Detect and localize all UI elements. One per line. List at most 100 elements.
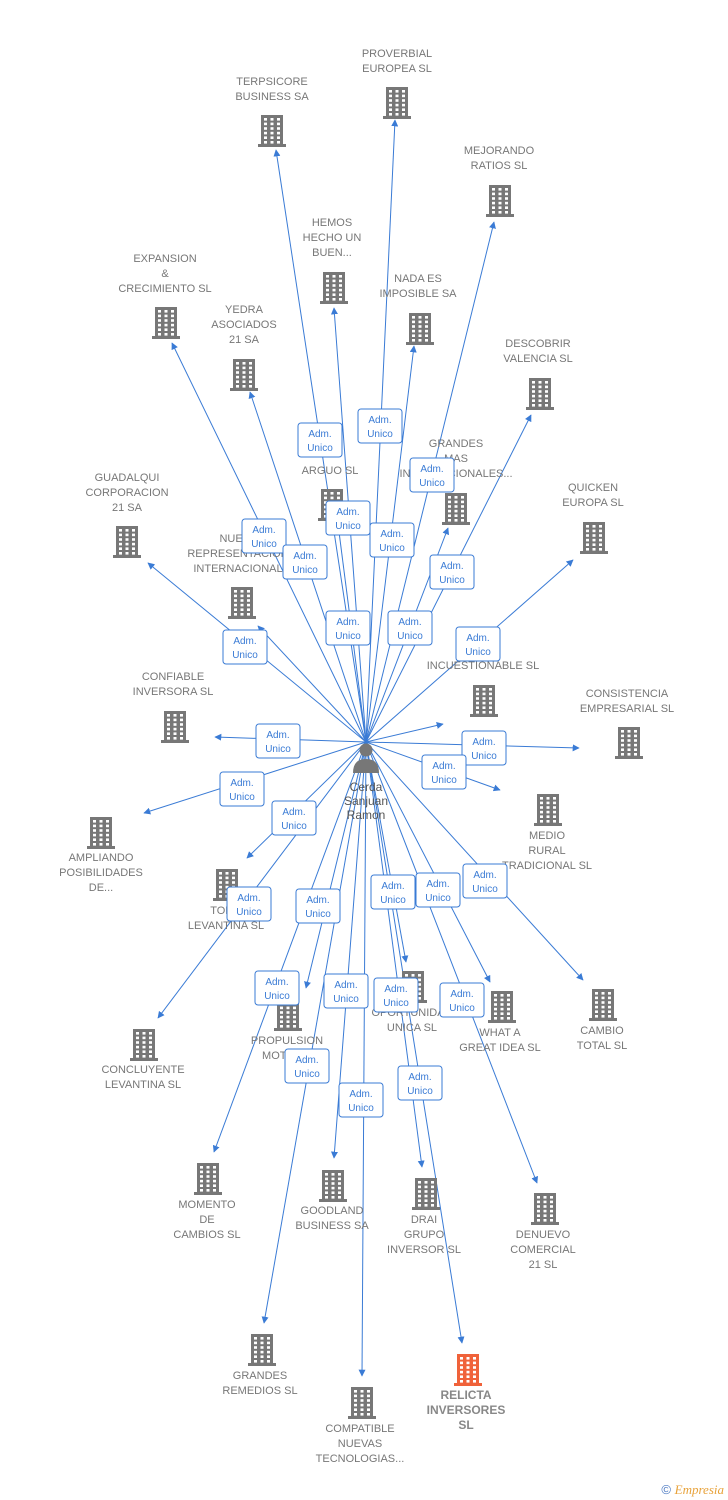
building-icon-window [173, 714, 177, 717]
relation-badge-goodland[interactable]: Adm.Unico [323, 973, 369, 1009]
relation-badge-guadalqui[interactable]: Adm.Unico [222, 629, 268, 665]
building-icon-window [280, 1025, 283, 1028]
relation-badge-box [421, 754, 467, 790]
relation-badge-expansion[interactable]: Adm.Unico [241, 518, 287, 554]
building-icon-window [592, 534, 596, 537]
building-icon-window [260, 1360, 264, 1363]
company-node-compatible[interactable]: COMPATIBLENUEVASTECNOLOGIAS... [316, 1387, 405, 1465]
brand-logo-text[interactable]: Empresia [674, 1482, 724, 1497]
relation-badge-quicken[interactable]: Adm.Unico [455, 626, 501, 662]
building-icon [152, 307, 180, 339]
company-label-line: ASOCIADOS [211, 319, 276, 331]
relation-badge-confiable[interactable]: Adm.Unico [255, 723, 301, 759]
relation-badge-cambio[interactable]: Adm.Unico [462, 863, 508, 899]
relation-badge-propulsion[interactable]: Adm.Unico [295, 888, 341, 924]
building-icon-window [270, 131, 274, 135]
company-label-line: CONFIABLE [142, 671, 204, 683]
building-icon-window [173, 732, 177, 735]
building-icon-window [389, 113, 392, 116]
relation-badge-arguo[interactable]: Adm.Unico [325, 500, 371, 536]
building-icon-window [553, 810, 556, 814]
relation-badge-what_a[interactable]: Adm.Unico [415, 872, 461, 908]
relation-badge-text: Adm. [237, 893, 260, 904]
building-icon-window [424, 1194, 428, 1198]
relation-badge-text: Unico [465, 647, 491, 658]
relation-badge-extra[interactable]: Adm.Unico [284, 1048, 330, 1084]
relation-badge-text: Adm. [293, 551, 316, 562]
building-icon-window [332, 275, 336, 278]
relation-badge-oportunidad[interactable]: Adm.Unico [370, 874, 416, 910]
relation-badge-compatible[interactable]: Adm.Unico [338, 1082, 384, 1118]
relation-badge-ampliando[interactable]: Adm.Unico [219, 771, 265, 807]
relation-badge-grandes_marcas[interactable]: Adm.Unico [369, 522, 415, 558]
relation-badge-drai[interactable]: Adm.Unico [373, 977, 419, 1013]
building-icon-window [254, 1355, 257, 1358]
building-icon-window [260, 1346, 264, 1349]
relation-badge-proverbial[interactable]: Adm.Unico [357, 408, 403, 444]
building-icon-window [206, 1170, 210, 1174]
building-icon [486, 185, 514, 217]
company-label-line: GRANDES [429, 438, 483, 450]
company-node-ampliando[interactable]: AMPLIANDOPOSIBILIDADESDE... [59, 817, 143, 894]
relation-badge-box [461, 730, 507, 766]
relation-badge-box [282, 544, 328, 580]
building-icon-window [119, 547, 122, 550]
relation-badge-medio_rural[interactable]: Adm.Unico [421, 754, 467, 790]
relation-badge-relicta[interactable]: Adm.Unico [397, 1065, 443, 1101]
relation-badge-mejorando[interactable]: Adm.Unico [409, 457, 455, 493]
building-icon-window [532, 399, 535, 402]
relation-badge-consistencia[interactable]: Adm.Unico [461, 730, 507, 766]
relation-badge-box [226, 886, 272, 922]
company-node-incuestionable[interactable]: INCUESTIONABLE SL [427, 660, 539, 717]
building-icon-window [331, 1173, 335, 1176]
building-icon-window [500, 1012, 504, 1015]
building-icon-window [232, 881, 235, 884]
building-icon-base [589, 1018, 617, 1021]
relation-badge-box [462, 863, 508, 899]
building-icon-window [461, 514, 464, 517]
relation-badge-denuevo[interactable]: Adm.Unico [439, 982, 485, 1018]
relation-badge-concluyente[interactable]: Adm.Unico [226, 886, 272, 922]
building-icon-window [234, 599, 237, 602]
building-icon-window [476, 697, 479, 700]
relation-badge-terpsicore[interactable]: Adm.Unico [297, 422, 343, 458]
company-node-expansion[interactable]: EXPANSION&CRECIMIENTO SL [118, 253, 212, 339]
building-icon-window [332, 279, 336, 283]
relation-badge-nueva_repr[interactable]: Adm.Unico [325, 610, 371, 646]
building-icon-window [543, 1200, 547, 1204]
relation-badge-todo_levantina[interactable]: Adm.Unico [271, 800, 317, 836]
building-icon-window [482, 692, 486, 696]
relation-badge-descobrir[interactable]: Adm.Unico [429, 554, 475, 590]
relation-badge-momento[interactable]: Adm.Unico [254, 970, 300, 1006]
relation-badge-yedra[interactable]: Adm.Unico [282, 544, 328, 580]
building-icon-base [274, 1028, 302, 1031]
building-icon-window [332, 298, 336, 301]
relation-badge-incuestionable[interactable]: Adm.Unico [387, 610, 433, 646]
company-label-line: ARGUO SL [302, 465, 359, 477]
building-icon-window [425, 334, 428, 337]
building-icon-window [332, 288, 336, 292]
